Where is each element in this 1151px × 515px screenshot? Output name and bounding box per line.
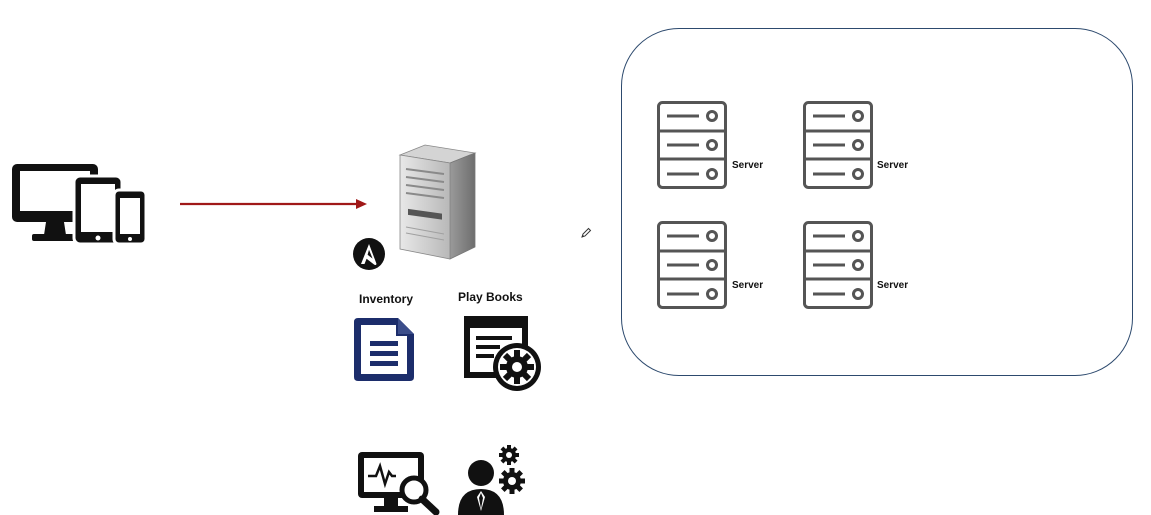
rack-server-icon xyxy=(803,221,873,309)
playbooks-label: Play Books xyxy=(458,290,523,304)
server-label: Server xyxy=(877,280,909,291)
inventory-document-icon xyxy=(352,316,418,383)
monitor-search-icon xyxy=(356,450,442,515)
ansible-logo-icon xyxy=(352,237,386,271)
server-label: Server xyxy=(732,160,764,171)
rack-server-icon xyxy=(657,221,727,309)
admin-user-gear-icon xyxy=(456,443,526,515)
devices-icon xyxy=(10,160,150,246)
managed-servers-cluster xyxy=(621,28,1133,376)
rack-server-icon xyxy=(657,101,727,189)
pencil-cursor-icon xyxy=(580,227,592,239)
connection-arrow xyxy=(178,196,370,212)
inventory-label: Inventory xyxy=(359,292,414,306)
tower-server-icon xyxy=(395,143,477,261)
rack-server-icon xyxy=(803,101,873,189)
server-label: Server xyxy=(877,160,909,171)
server-label: Server xyxy=(732,280,764,291)
playbook-gear-icon xyxy=(462,314,542,392)
